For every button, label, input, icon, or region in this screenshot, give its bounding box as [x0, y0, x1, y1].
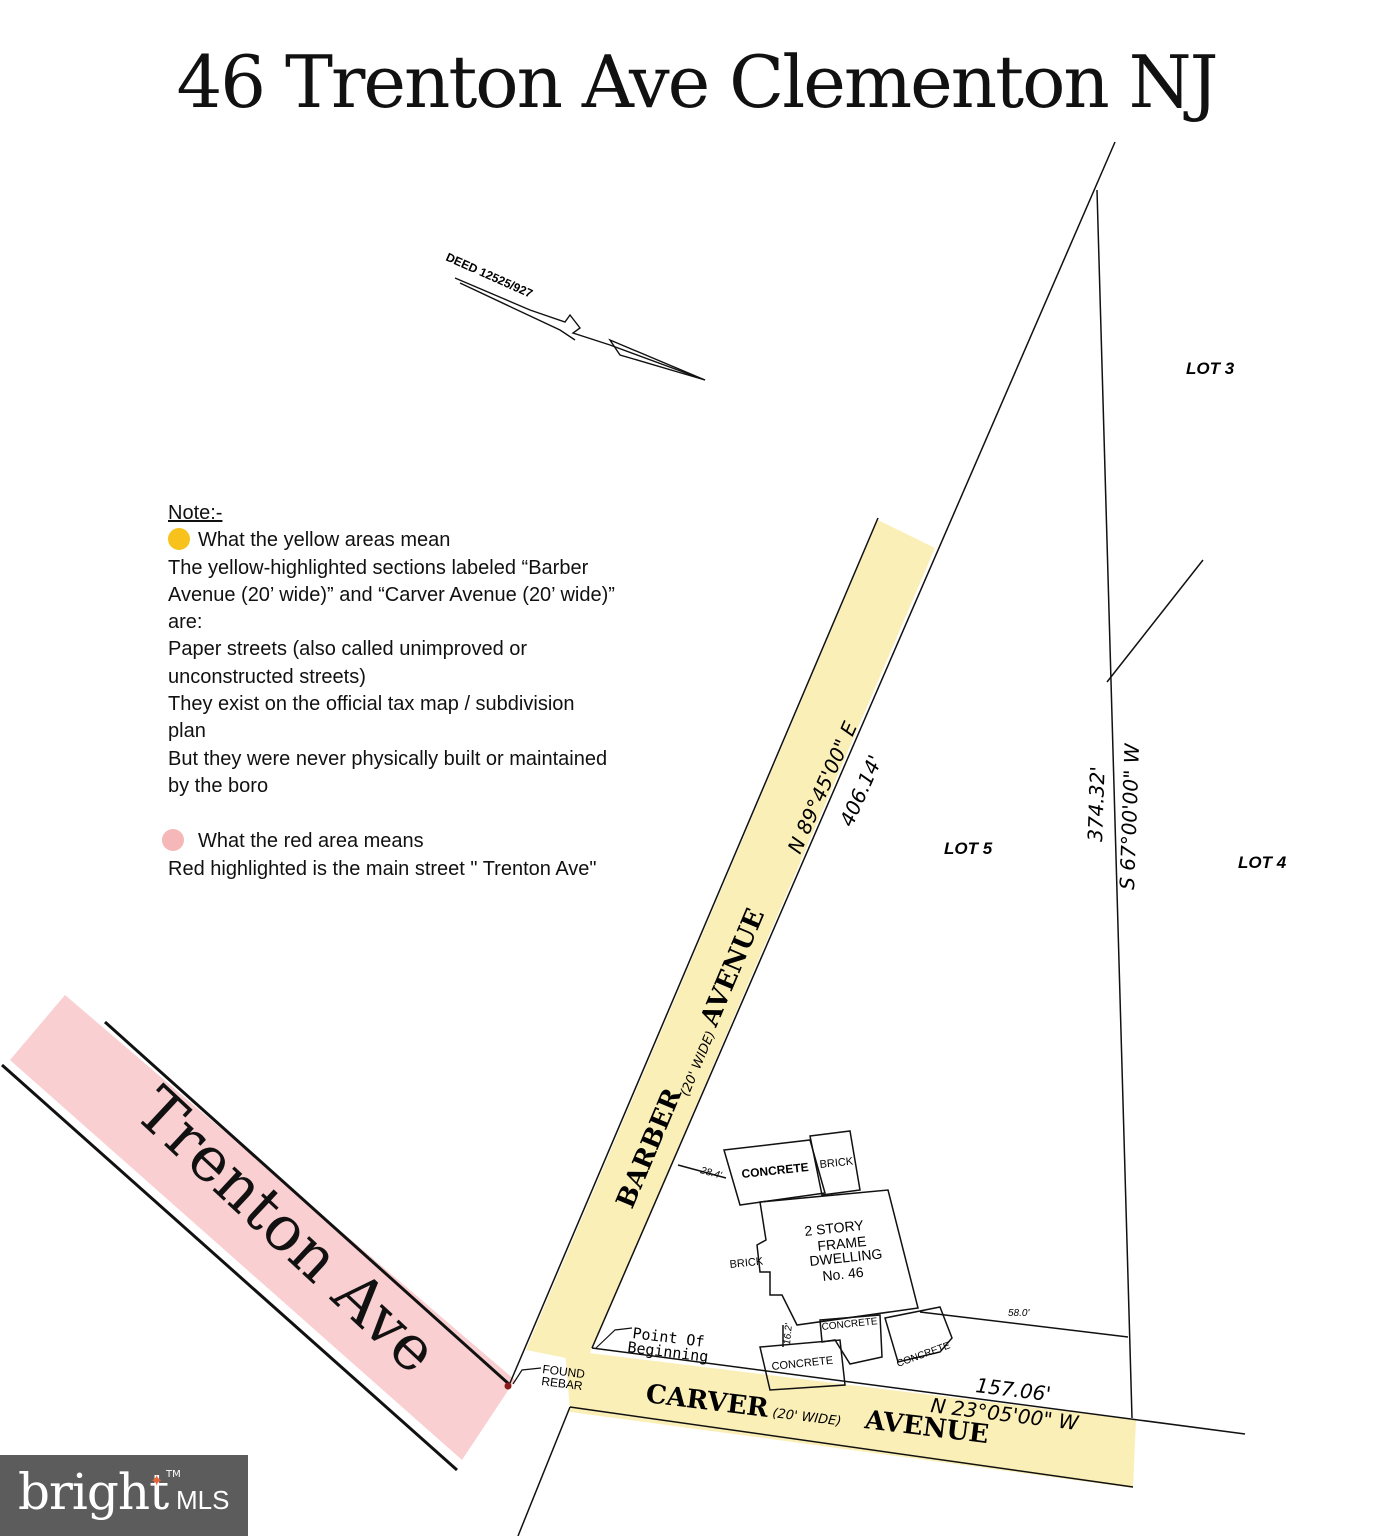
note-heading: Note:-	[168, 502, 223, 524]
watermark-tm: TM	[166, 1469, 181, 1480]
setback-carver: 16.2'	[782, 1322, 795, 1345]
lot-line-3-4	[1106, 559, 1204, 683]
building-footprint	[677, 1130, 1129, 1391]
rebar-leader	[512, 1367, 542, 1385]
yellow-line-0: The yellow-highlighted sections labeled …	[168, 556, 589, 579]
found-rebar-marker	[504, 1382, 512, 1390]
yellow-circle-icon	[168, 528, 190, 551]
spark-icon: ✦	[150, 1471, 164, 1490]
red-legend-title: What the red area means	[162, 828, 708, 855]
yellow-line-2: are:	[168, 611, 203, 634]
lot-3-label: LOT 3	[1186, 359, 1235, 378]
carver-north-line	[591, 1347, 1246, 1435]
carver-ave-highlight	[565, 1350, 1136, 1488]
yellow-line-8: by the boro	[168, 774, 269, 797]
yellow-line-5: They exist on the official tax map / sub…	[168, 693, 575, 716]
barber-east-line	[591, 141, 1116, 1349]
trenton-edge-top	[103, 1020, 512, 1387]
trenton-edge-bottom	[1, 1063, 458, 1472]
east-boundary	[1096, 189, 1133, 1419]
deed-arrow	[454, 277, 706, 381]
red-legend-line: Red highlighted is the main street " Tre…	[168, 857, 597, 880]
yellow-line-3: Paper streets (also called unimproved or	[168, 638, 528, 661]
legend-note: Note:- What the yellow areas mean The ye…	[162, 500, 708, 883]
yellow-line-4: unconstructed streets)	[168, 665, 366, 688]
pob-leader	[595, 1327, 633, 1349]
dwelling-label-2: FRAME	[817, 1233, 867, 1254]
lot-4-label: LOT 4	[1238, 853, 1287, 872]
concrete-far-label: CONCRETE	[895, 1340, 952, 1370]
watermark-suffix: MLS	[176, 1485, 230, 1515]
setback-east: 58.0'	[1008, 1308, 1030, 1319]
east-bearing: S 67°00'00" W	[1115, 742, 1144, 890]
carver-south-line	[569, 1406, 1134, 1488]
red-legend-title-text: What the red area means	[198, 830, 424, 853]
yellow-line-7: But they were never physically built or …	[168, 747, 608, 770]
rebar-label-2: REBAR	[541, 1374, 584, 1393]
brick-top-label: BRICK	[819, 1155, 854, 1171]
bright-mls-watermark: bright ✦ TM MLS	[0, 1455, 248, 1536]
brick-side-label: BRICK	[729, 1255, 764, 1271]
yellow-line-6: plan	[168, 720, 206, 743]
red-circle-icon	[162, 829, 184, 852]
concrete-bottom-label: CONCRETE	[771, 1355, 834, 1373]
lot-5-label: LOT 5	[944, 839, 993, 858]
concrete-top-label: CONCRETE	[741, 1160, 809, 1181]
setback-barber: 28.4'	[698, 1165, 724, 1182]
page-title: 46 Trenton Ave Clementon NJ	[176, 40, 1218, 124]
yellow-legend-title-text: What the yellow areas mean	[198, 529, 451, 552]
carver-west-line	[517, 1406, 571, 1536]
barber-ave-highlight	[526, 520, 935, 1362]
dwelling-label-4: No. 46	[822, 1264, 865, 1284]
yellow-line-1: Avenue (20’ wide)” and “Carver Avenue (2…	[168, 583, 615, 606]
watermark-brand: bright	[18, 1463, 169, 1521]
yellow-legend-title: What the yellow areas mean	[168, 527, 708, 554]
east-length: 374.32'	[1083, 766, 1110, 842]
dwelling-label-3: DWELLING	[809, 1245, 883, 1269]
barber-west-line	[509, 517, 879, 1384]
dwelling-label-1: 2 STORY	[804, 1217, 865, 1239]
trenton-label: Trenton Ave	[122, 1073, 452, 1388]
rebar-label-1: FOUND	[542, 1362, 586, 1381]
trenton-ave-highlight	[10, 995, 515, 1460]
